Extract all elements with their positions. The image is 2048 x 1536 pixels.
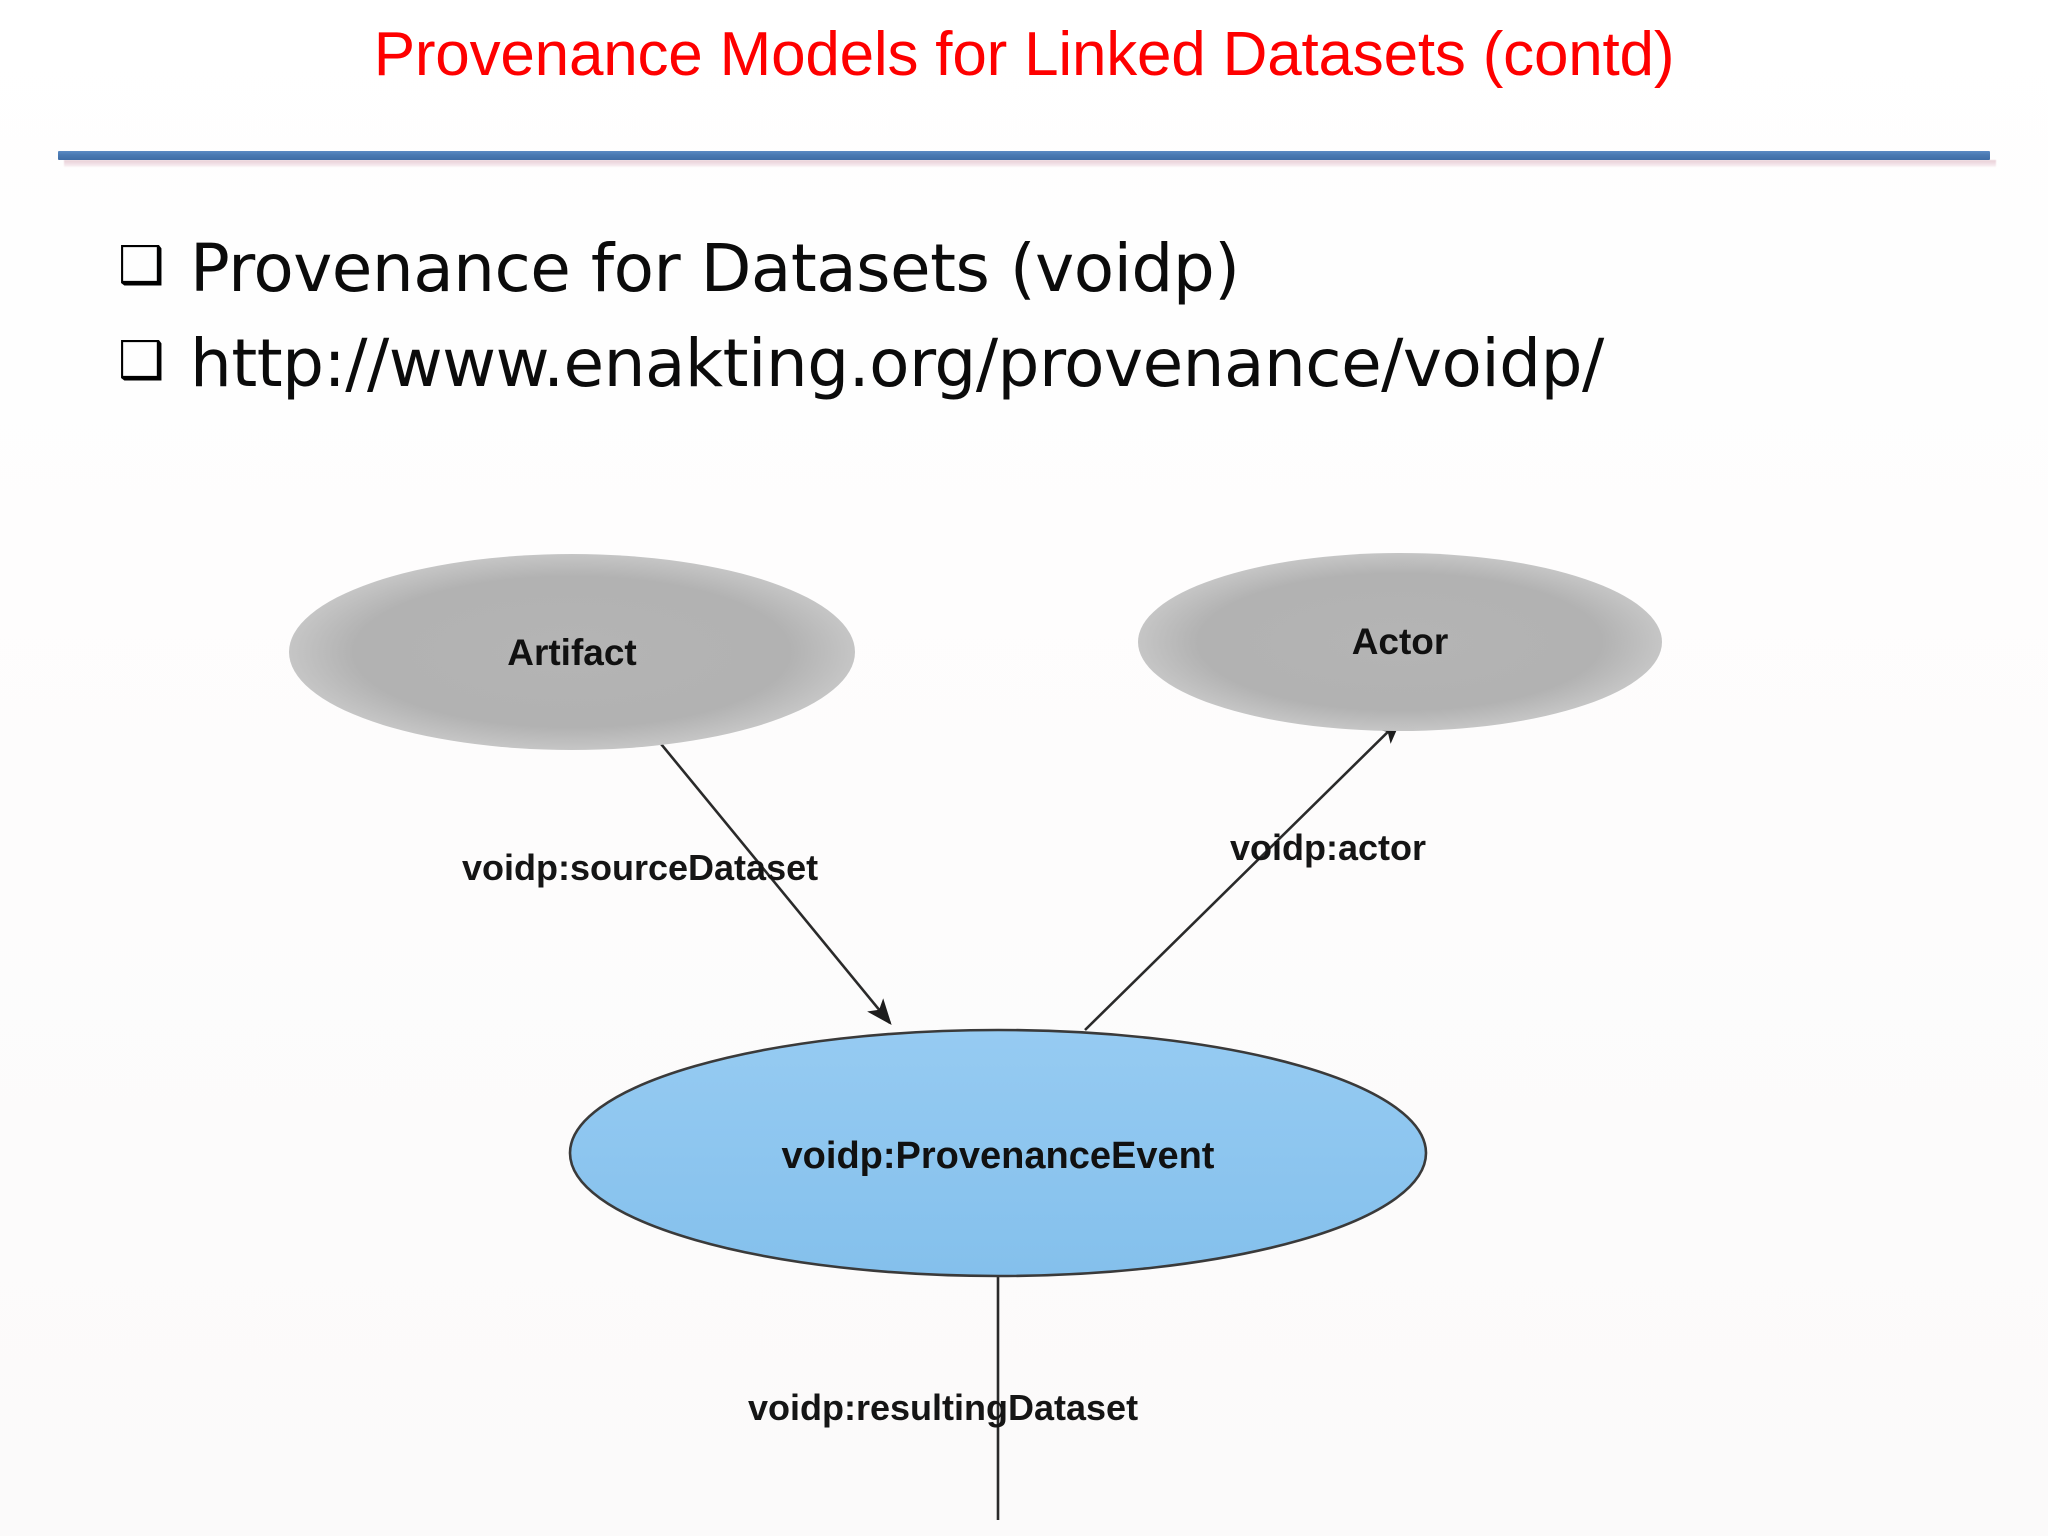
node-provenance-event[interactable]: voidp:ProvenanceEvent [568,1028,1428,1278]
edge-actor [1084,718,1402,1031]
node-artifact[interactable]: Artifact [289,554,855,750]
edge-label-actor: voidp:actor [1230,827,1426,868]
title-divider [58,151,1996,169]
page-title: Provenance Models for Linked Datasets (c… [373,20,1675,89]
list-item: ❑ Provenance for Datasets (voidp) [118,228,2018,311]
list-item: ❑ http://www.enakting.org/provenance/voi… [118,323,2018,406]
square-bullet-icon: ❑ [118,330,165,391]
node-actor[interactable]: Actor [1138,553,1662,731]
node-actor-label: Actor [1352,621,1449,662]
node-provenance-event-label: voidp:ProvenanceEvent [782,1135,1215,1177]
bullet-list: ❑ Provenance for Datasets (voidp) ❑ http… [118,228,2018,417]
bullet-text-voidp-url: http://www.enakting.org/provenance/voidp… [190,324,1604,402]
square-bullet-icon: ❑ [118,236,165,296]
node-artifact-label: Artifact [507,632,637,673]
bullet-text-provenance-for-datasets: Provenance for Datasets (voidp) [190,230,1240,307]
edge-label-source-dataset: voidp:sourceDataset [462,847,818,888]
divider-line [58,151,1990,160]
provenance-model-diagram: Artifact Actor voidp:ProvenanceEvent Dat… [200,520,1840,1520]
title-area: Provenance Models for Linked Datasets (c… [0,22,2048,118]
edge-label-resulting-dataset: voidp:resultingDataset [748,1387,1138,1428]
divider-shadow [64,160,1996,167]
